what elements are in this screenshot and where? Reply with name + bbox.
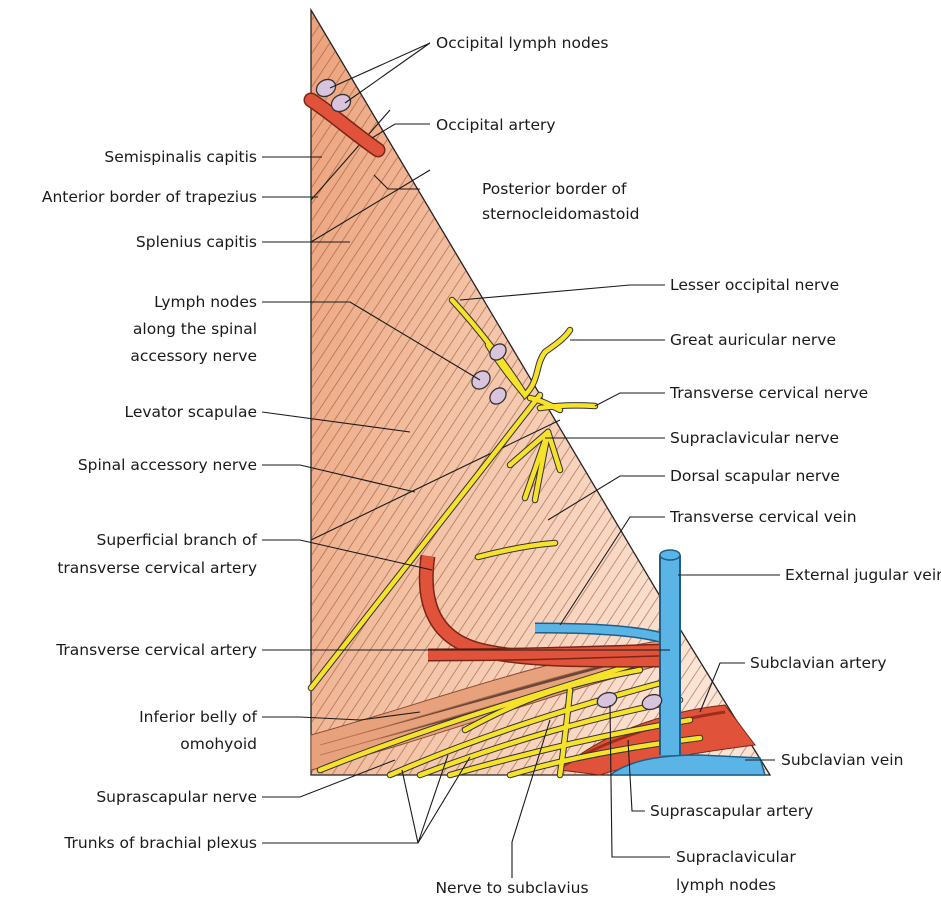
hatch-line: [0, 0, 314, 790]
hatch-line: [0, 0, 248, 790]
hatch-line: [883, 0, 941, 790]
label-splenius-capitis: Splenius capitis: [136, 233, 257, 251]
label-trunks-brachial-plexus: Trunks of brachial plexus: [63, 834, 257, 852]
label-suprascapular-artery: Suprascapular artery: [650, 802, 813, 820]
hatch-line: [916, 0, 941, 790]
hatch-line: [905, 0, 941, 790]
label-lymph-nodes-line2: along the spinal: [133, 320, 257, 338]
hatch-line: [0, 0, 193, 790]
label-suprascapular-nerve: Suprascapular nerve: [96, 788, 257, 806]
label-lymph-nodes-line3: accessory nerve: [130, 347, 257, 365]
label-subclavian-vein: Subclavian vein: [781, 751, 903, 769]
label-levator-scapulae: Levator scapulae: [124, 403, 257, 421]
label-transverse-cervical-nerve: Transverse cervical nerve: [669, 384, 868, 402]
label-posterior-border-scm-line1: Posterior border of: [482, 180, 627, 198]
hatch-line: [0, 0, 281, 790]
hatch-line: [0, 0, 204, 790]
hatch-line: [0, 0, 270, 790]
label-posterior-border-scm-line2: sternocleidomastoid: [482, 205, 639, 223]
label-lymph-nodes-line1: Lymph nodes: [154, 293, 257, 311]
hatch-line: [0, 0, 259, 790]
hatch-line: [0, 0, 182, 790]
label-nerve-to-subclavius: Nerve to subclavius: [435, 879, 588, 897]
hatch-line: [0, 0, 215, 790]
hatch-line: [0, 0, 226, 790]
label-great-auricular-nerve: Great auricular nerve: [670, 331, 836, 349]
label-supraclavicular-lymph-nodes-line2: lymph nodes: [676, 876, 776, 894]
hatch-line: [0, 0, 171, 790]
label-superficial-branch-line2: transverse cervical artery: [57, 559, 257, 577]
hatch-line: [0, 0, 336, 790]
label-supraclavicular-lymph-nodes-line1: Supraclavicular: [676, 848, 796, 866]
label-semispinalis-capitis: Semispinalis capitis: [104, 148, 257, 166]
hatch-line: [894, 0, 941, 790]
label-external-jugular-vein: External jugular vein: [785, 566, 941, 584]
label-inferior-belly-line2: omohyoid: [180, 735, 257, 753]
hatch-line: [0, 0, 347, 790]
label-transverse-cervical-artery: Transverse cervical artery: [55, 641, 257, 659]
hatch-line: [0, 0, 292, 790]
label-subclavian-artery: Subclavian artery: [750, 654, 887, 672]
label-occipital-artery: Occipital artery: [436, 116, 556, 134]
label-transverse-cervical-vein: Transverse cervical vein: [669, 508, 857, 526]
label-lesser-occipital-nerve: Lesser occipital nerve: [670, 276, 839, 294]
label-dorsal-scapular-nerve: Dorsal scapular nerve: [670, 467, 840, 485]
label-anterior-border-trapezius: Anterior border of trapezius: [42, 188, 257, 206]
hatch-line: [927, 0, 941, 790]
label-inferior-belly-line1: Inferior belly of: [139, 708, 257, 726]
label-superficial-branch-line1: Superficial branch of: [97, 531, 258, 549]
label-spinal-accessory-nerve: Spinal accessory nerve: [78, 456, 257, 474]
hatch-line: [0, 0, 237, 790]
hatch-line: [0, 0, 303, 790]
hatch-line: [0, 0, 358, 790]
label-occipital-lymph-nodes: Occipital lymph nodes: [436, 34, 608, 52]
label-supraclavicular-nerve: Supraclavicular nerve: [670, 429, 839, 447]
hatch-line: [0, 0, 325, 790]
